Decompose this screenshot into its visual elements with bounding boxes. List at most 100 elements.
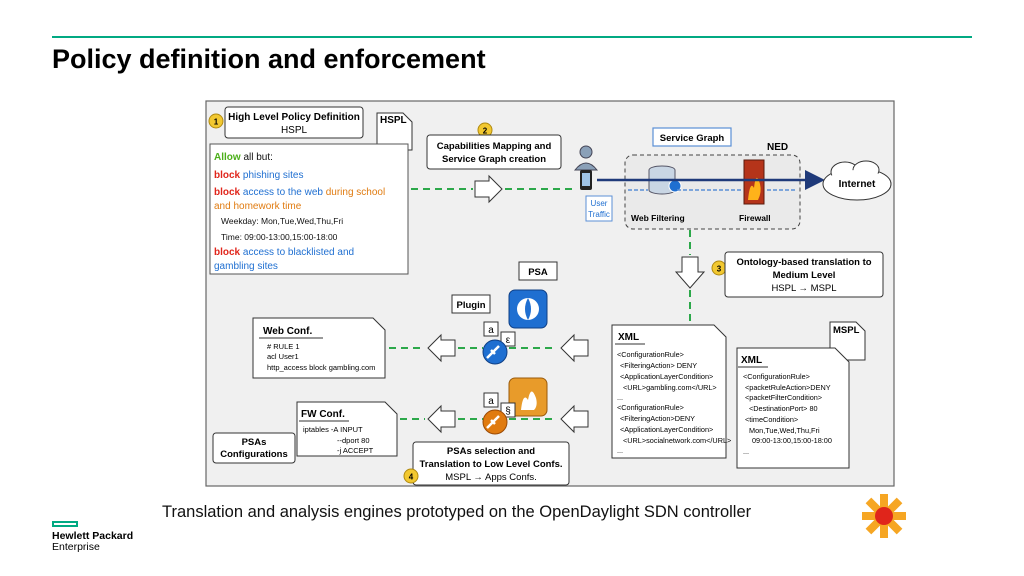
xml-left-title: XML [618,332,639,343]
web-conf-line-3: http_access block gambling.com [267,363,375,372]
step4-line1: PSAs selection and [447,446,535,457]
xml-right-document [736,347,850,469]
step4-num: 4 [409,473,414,482]
step1-sub: HSPL [281,125,308,136]
hpe-logo-line1: Hewlett Packard [52,530,134,542]
step4-line2: Translation to Low Level Confs. [419,459,562,470]
glyph-e-upper-text: ε [506,335,511,346]
glyph-s-lower-text: § [505,406,511,417]
service-graph-box [652,127,732,147]
xml-right-line-7: 09:00-13:00,15:00-18:00 [752,436,832,445]
web-conf-title: Web Conf. [263,326,312,337]
policy-line-4: and homework time [214,201,302,212]
xml-left-line-8: <ApplicationLayerCondition> [620,425,713,434]
xml-right-title: XML [741,355,762,366]
step1-badge [208,113,224,129]
xml-right-line-5: <timeCondition> [745,415,798,424]
step1-box [224,106,364,139]
web-conf-line-1: # RULE 1 [267,342,300,351]
step3-num: 3 [717,265,722,274]
xml-right-lines: <ConfigurationRule> <packetRuleAction>DE… [743,372,832,456]
policy-line-1: Allow all but: [214,152,273,163]
policy-line-3: block access to the web during school [214,187,385,198]
psa-web-icon [508,289,548,329]
hollow-arrow-left-2 [560,333,589,363]
step3-line1: Ontology-based translation to [736,257,871,268]
internet-label: Internet [839,179,876,190]
user-traffic-line1: User [591,199,608,208]
cloud-icon [822,160,892,201]
hollow-arrow-right-1 [474,174,503,204]
web-conf-document [252,317,386,379]
xml-left-lines: <ConfigurationRule> <FilteringAction> DE… [617,350,731,455]
slide-caption: Translation and analysis engines prototy… [162,503,752,521]
glyph-e-upper [500,331,516,347]
policy-box [209,143,409,275]
step2-box [426,134,562,170]
hollow-arrow-left-4 [560,404,589,434]
xml-left-line-7: <FilteringAction>DENY [620,414,695,423]
step4-badge [403,468,419,484]
hollow-arrow-left-1 [427,333,456,363]
fw-conf-line-3: -j ACCEPT [337,446,374,455]
policy-diagram: 1 High Level Policy Definition HSPL HSPL… [205,100,895,487]
fw-conf-line-2: --dport 80 [337,436,370,445]
opendaylight-logo [862,494,906,538]
user-icon [573,145,599,171]
firewall-icon [743,159,765,205]
glyph-a-upper [483,321,499,337]
xml-left-line-4: <URL>gambling.com</URL> [623,383,717,392]
firewall-label: Firewall [739,213,771,223]
xml-left-line-10: ... [617,446,623,455]
hpe-logo-mark [52,521,78,527]
step2-num: 2 [483,127,488,136]
psa-firewall-icon [508,377,548,417]
xml-right-line-4: <DestinationPort> 80 [749,404,818,413]
xml-left-line-1: <ConfigurationRule> [617,350,684,359]
xml-left-line-5: ... [617,393,623,402]
psa-label: PSA [528,267,548,278]
plugin-box [451,294,491,314]
psas-conf-box [212,432,296,464]
policy-line-2: block phishing sites [214,170,304,181]
xml-left-line-6: <ConfigurationRule> [617,403,684,412]
web-filtering-label: Web Filtering [631,213,685,223]
step4-line3: MSPL → Apps Confs. [445,472,537,483]
psas-conf-line2: Configurations [220,449,288,460]
step2-line2: Service Graph creation [442,154,546,165]
slide-title: Policy definition and enforcement [52,44,486,74]
user-traffic-box [585,195,613,222]
step2-line1: Capabilities Mapping and [437,141,552,152]
policy-line-8: gambling sites [214,261,278,272]
step3-line2: Medium Level [773,270,836,281]
plug-icon-lower [482,409,508,435]
xml-right-line-3: <packetFilterCondition> [745,393,822,402]
step3-box [724,251,884,298]
hspl-doc-label: HSPL [380,115,407,126]
user-traffic-line2: Traffic [588,210,610,219]
step1-title: High Level Policy Definition [228,112,360,123]
xml-right-line-8: ... [743,447,749,456]
psas-conf-line1: PSAs [242,437,267,448]
plugin-label: Plugin [456,300,485,311]
phone-screen [582,173,590,186]
hpe-logo: Hewlett Packard Enterprise [52,521,142,561]
step3-line3: HSPL → MSPL [771,283,836,294]
allow-word: Allow [214,152,241,163]
policy-weekday: Weekday: Mon,Tue,Wed,Thu,Fri [221,216,343,226]
fw-conf-line-1: iptables -A INPUT [303,425,363,434]
web-conf-line-2: acl User1 [267,352,299,361]
database-icon [648,165,682,195]
step4-box [412,441,570,486]
fw-conf-title: FW Conf. [301,409,345,420]
xml-left-line-9: <URL>socialnetwork.com</URL> [623,436,731,445]
glyph-a-lower [483,392,499,408]
mspl-doc-label: MSPL [833,325,860,336]
xml-left-line-3: <ApplicationLayerCondition> [620,372,713,381]
glyph-a-upper-text: a [488,325,494,336]
service-graph-label: Service Graph [660,133,725,144]
xml-right-line-2: <packetRuleAction>DENY [745,383,831,392]
xml-right-line-1: <ConfigurationRule> [743,372,810,381]
glyph-s-lower [500,402,516,418]
step1-num: 1 [214,118,219,127]
